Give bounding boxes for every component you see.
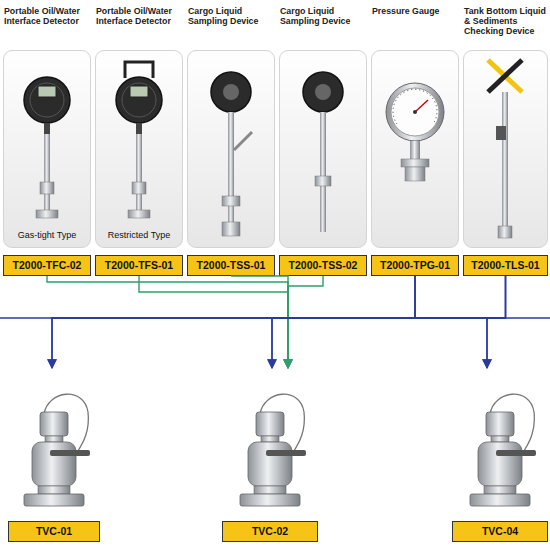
device-card: Tank Bottom Liquid & Sediments Checking … <box>463 4 548 276</box>
card-background <box>95 50 183 248</box>
green-connector <box>139 276 288 368</box>
model-code-label: T2000-TSS-01 <box>187 255 275 276</box>
device-title: Tank Bottom Liquid & Sediments Checking … <box>464 6 548 50</box>
device-card: Portable Oil/Water Interface DetectorRes… <box>95 4 183 276</box>
valve-card: TVC-02 <box>222 368 318 542</box>
green-connector <box>47 276 288 368</box>
card-background <box>3 50 91 248</box>
model-code-label: T2000-TPG-01 <box>371 255 459 276</box>
card-background <box>371 50 459 248</box>
blue-connector <box>415 276 487 368</box>
model-code-label: T2000-TFC-02 <box>3 255 91 276</box>
device-title: Cargo Liquid Sampling Device <box>188 6 275 50</box>
device-title: Portable Oil/Water Interface Detector <box>96 6 183 50</box>
device-title: Portable Oil/Water Interface Detector <box>4 6 91 50</box>
card-background <box>463 50 548 248</box>
model-code-label: T2000-TSS-02 <box>279 255 367 276</box>
card-background <box>187 50 275 248</box>
blue-connector <box>272 276 415 368</box>
type-note: Restricted Type <box>95 230 183 240</box>
model-code-label: TVC-02 <box>222 521 318 542</box>
blue-connector <box>272 276 506 368</box>
valve-card: TVC-04 <box>452 368 548 542</box>
device-card: Portable Oil/Water Interface DetectorGas… <box>3 4 91 276</box>
model-code-label: TVC-01 <box>8 521 100 542</box>
device-card: Pressure GaugeT2000-TPG-01 <box>371 4 459 276</box>
blue-connector <box>487 276 506 368</box>
device-title: Pressure Gauge <box>372 6 459 50</box>
device-card: Cargo Liquid Sampling DeviceT2000-TSS-01 <box>187 4 275 276</box>
valve-card: TVC-01 <box>8 368 100 542</box>
device-card: Cargo Liquid Sampling DeviceT2000-TSS-02 <box>279 4 367 276</box>
model-code-label: T2000-TFS-01 <box>95 255 183 276</box>
blue-connector <box>52 276 506 368</box>
blue-connector <box>52 276 415 368</box>
model-code-label: T2000-TLS-01 <box>463 255 548 276</box>
green-connector <box>288 276 323 368</box>
card-background <box>279 50 367 248</box>
type-note: Gas-tight Type <box>3 230 91 240</box>
model-code-label: TVC-04 <box>452 521 548 542</box>
device-title: Cargo Liquid Sampling Device <box>280 6 367 50</box>
green-connector <box>231 276 288 368</box>
